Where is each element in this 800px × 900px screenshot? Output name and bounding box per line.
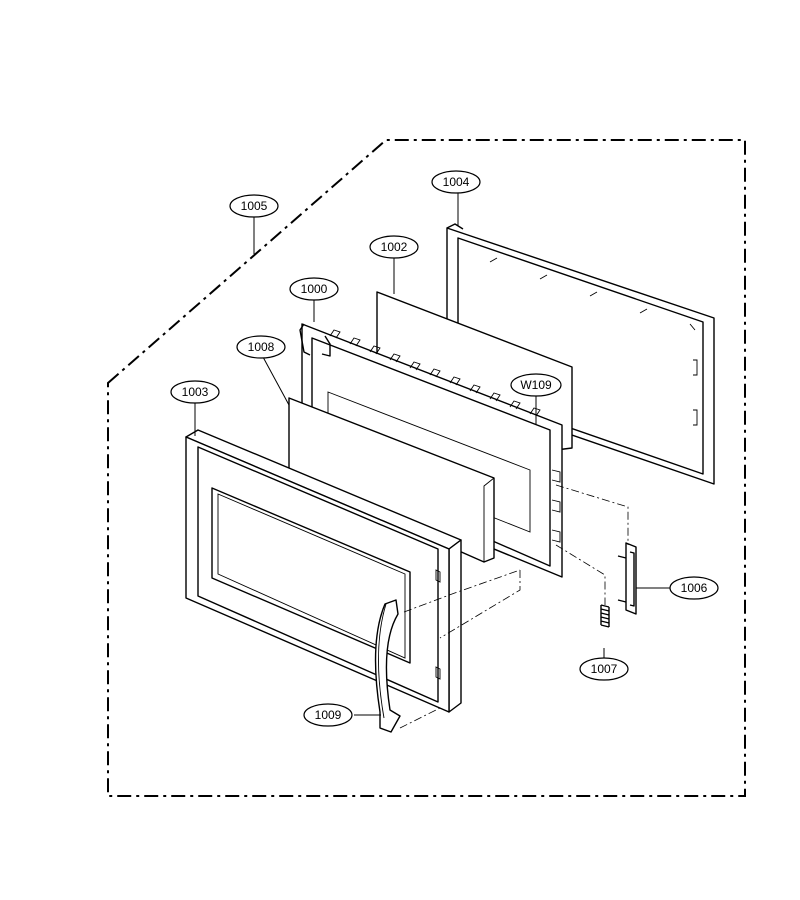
callout-1003: 1003 xyxy=(170,380,220,404)
part-1008-inner-panel xyxy=(288,397,495,563)
callout-label: 1002 xyxy=(381,240,408,254)
leader-lines xyxy=(194,192,674,716)
part-1006-latch xyxy=(617,542,637,615)
callout-label: 1005 xyxy=(241,199,268,213)
part-1009-handle xyxy=(374,599,401,733)
callout-label: W109 xyxy=(520,378,552,392)
callout-label: 1003 xyxy=(182,385,209,399)
callout-1007: 1007 xyxy=(579,657,629,681)
callout-1002: 1002 xyxy=(369,235,419,259)
callout-W109: W109 xyxy=(510,373,562,397)
callout-label: 1006 xyxy=(681,581,708,595)
callout-1006: 1006 xyxy=(669,576,719,600)
assembly-boundary xyxy=(107,139,746,797)
callout-label: 1000 xyxy=(301,282,328,296)
callout-1000: 1000 xyxy=(289,277,339,301)
callout-label: 1009 xyxy=(315,708,342,722)
callout-1005: 1005 xyxy=(229,194,279,218)
callout-1009: 1009 xyxy=(303,703,353,727)
callout-1004: 1004 xyxy=(431,170,481,194)
callout-label: 1008 xyxy=(248,340,275,354)
part-1007-spring xyxy=(600,604,610,628)
assembly-guide-lines xyxy=(399,484,629,729)
callout-label: 1004 xyxy=(443,175,470,189)
callout-label: 1007 xyxy=(591,662,618,676)
callout-1008: 1008 xyxy=(236,335,286,359)
